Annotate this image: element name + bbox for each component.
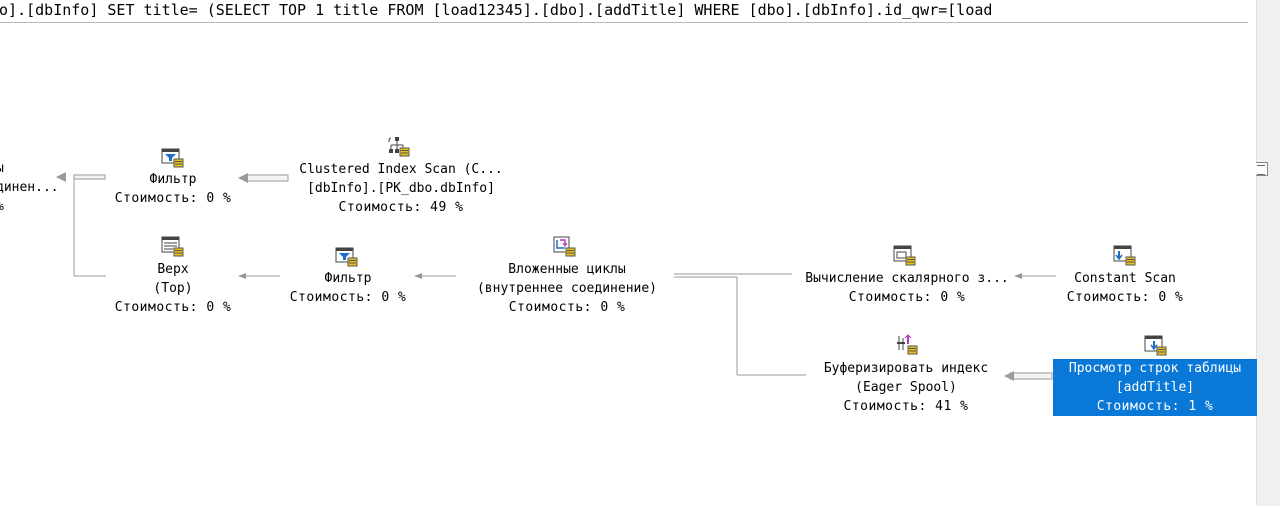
nested-loops-icon[interactable]	[553, 236, 577, 258]
connector-filter-to-left	[73, 174, 106, 180]
query-text: oo].[dbInfo] SET title= (SELECT TOP 1 ti…	[0, 1, 993, 19]
constant-scan-label: Constant Scan	[1074, 271, 1176, 286]
compute-scalar-cost: Стоимость: 0 %	[848, 290, 966, 305]
nested-loops-node[interactable]: Вложенные циклы (внутреннее соединение) …	[460, 260, 674, 317]
filter-node-mid[interactable]: Фильтр Стоимость: 0 %	[283, 269, 413, 307]
filter-icon[interactable]	[161, 147, 185, 169]
panel-collapse-button[interactable]	[1254, 162, 1268, 176]
constant-scan-icon[interactable]	[1113, 245, 1137, 267]
nested-loops-line2: (внутреннее соединение)	[476, 281, 657, 296]
vertical-scrollbar[interactable]	[1256, 0, 1280, 506]
clustered-index-scan-icon[interactable]	[387, 136, 411, 158]
table-scan-line1: Просмотр строк таблицы	[1068, 361, 1242, 376]
plan-connectors	[56, 172, 1056, 381]
query-text-bar: oo].[dbInfo] SET title= (SELECT TOP 1 ti…	[0, 0, 1248, 23]
clipped-node-cost: %	[0, 197, 59, 216]
top-operator-icon[interactable]	[161, 236, 185, 258]
top-node-line2: (Top)	[153, 281, 193, 296]
clustered-scan-line2: [dbInfo].[PK_dbo.dbInfo]	[307, 181, 495, 196]
execution-plan-canvas: ы динен... % Фильтр Стоимость: 0 % Cl	[0, 23, 1257, 506]
constant-scan-cost: Стоимость: 0 %	[1066, 290, 1184, 305]
compute-scalar-label: Вычисление скалярного з...	[805, 271, 1009, 286]
clipped-node-left[interactable]: ы динен... %	[0, 159, 61, 216]
filter-icon[interactable]	[335, 246, 359, 268]
table-scan-cost: Стоимость: 1 %	[1096, 399, 1214, 414]
top-node-cost: Стоимость: 0 %	[114, 300, 232, 315]
eager-spool-cost: Стоимость: 41 %	[843, 399, 969, 414]
eager-spool-line2: (Eager Spool)	[855, 380, 957, 395]
table-scan-node[interactable]: Просмотр строк таблицы [addTitle] Стоимо…	[1053, 359, 1257, 416]
filter-top-cost: Стоимость: 0 %	[114, 191, 232, 206]
nested-loops-cost: Стоимость: 0 %	[508, 300, 626, 315]
clustered-index-scan-node[interactable]: Clustered Index Scan (C... [dbInfo].[PK_…	[284, 160, 518, 217]
nested-loops-line1: Вложенные циклы	[508, 262, 626, 277]
compute-scalar-icon[interactable]	[893, 245, 917, 267]
top-node[interactable]: Верх (Top) Стоимость: 0 %	[108, 260, 238, 317]
clipped-node-line1: ы	[0, 159, 59, 178]
constant-scan-node[interactable]: Constant Scan Стоимость: 0 %	[1058, 269, 1192, 307]
clustered-scan-line1: Clustered Index Scan (C...	[299, 162, 503, 177]
table-scan-line2: [addTitle]	[1115, 380, 1195, 395]
eager-spool-node[interactable]: Буферизировать индекс (Eager Spool) Стои…	[808, 359, 1004, 416]
clustered-scan-cost: Стоимость: 49 %	[338, 200, 464, 215]
index-spool-icon[interactable]	[895, 334, 919, 356]
filter-top-label: Фильтр	[149, 172, 197, 187]
filter-mid-label: Фильтр	[324, 271, 372, 286]
filter-mid-cost: Стоимость: 0 %	[289, 290, 407, 305]
connector-scan-to-filter	[245, 174, 289, 182]
eager-spool-line1: Буферизировать индекс	[823, 361, 989, 376]
compute-scalar-node[interactable]: Вычисление скалярного з... Стоимость: 0 …	[795, 269, 1019, 307]
table-scan-icon[interactable]	[1144, 335, 1168, 357]
connector-table-to-spool	[1009, 372, 1053, 380]
top-node-line1: Верх	[157, 262, 189, 277]
clipped-node-line2: динен...	[0, 180, 59, 195]
filter-node-top[interactable]: Фильтр Стоимость: 0 %	[108, 170, 238, 208]
